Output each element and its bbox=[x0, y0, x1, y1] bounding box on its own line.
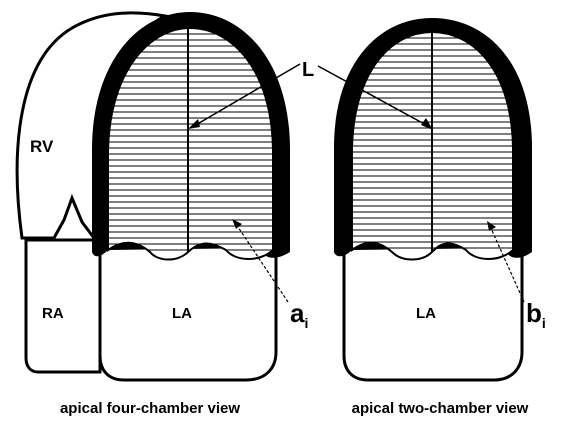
lv-cavity-four bbox=[108, 28, 273, 260]
label-la-two: LA bbox=[416, 305, 436, 322]
label-rv: RV bbox=[30, 137, 54, 156]
caption-four-chamber: apical four-chamber view bbox=[20, 400, 280, 417]
label-la-four: LA bbox=[172, 305, 192, 322]
label-long-axis: L bbox=[302, 59, 314, 81]
label-a-i: ai bbox=[290, 298, 308, 331]
label-ra: RA bbox=[42, 305, 64, 322]
two-chamber-view: LA bbox=[334, 18, 532, 380]
caption-two-chamber: apical two-chamber view bbox=[310, 400, 570, 417]
four-chamber-view: RV RA LA bbox=[17, 12, 290, 380]
label-b-i: bi bbox=[526, 298, 546, 331]
